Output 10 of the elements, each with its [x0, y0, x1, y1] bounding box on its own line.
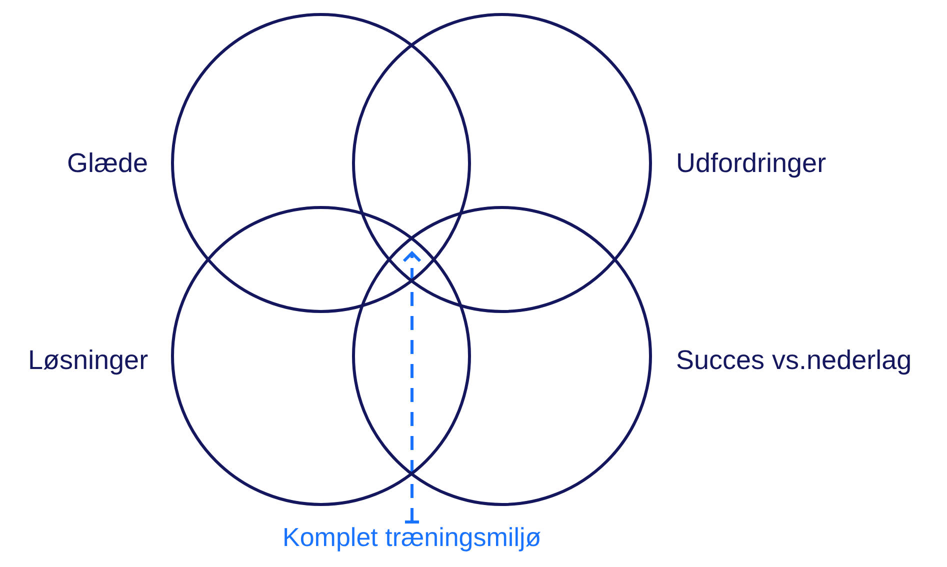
circle-outline [352, 13, 652, 313]
circle-label: Succes vs.nederlag [676, 344, 912, 376]
caption-text: Komplet træningsmiljø [282, 522, 542, 552]
circle-outline [171, 206, 471, 506]
circle-label: Udfordringer [676, 147, 826, 179]
circle-outline [352, 206, 652, 506]
circle-label: Løsninger [28, 344, 148, 376]
circle-label: Glæde [67, 147, 148, 179]
circle-outline [171, 13, 471, 313]
leader-arrow [402, 252, 422, 524]
